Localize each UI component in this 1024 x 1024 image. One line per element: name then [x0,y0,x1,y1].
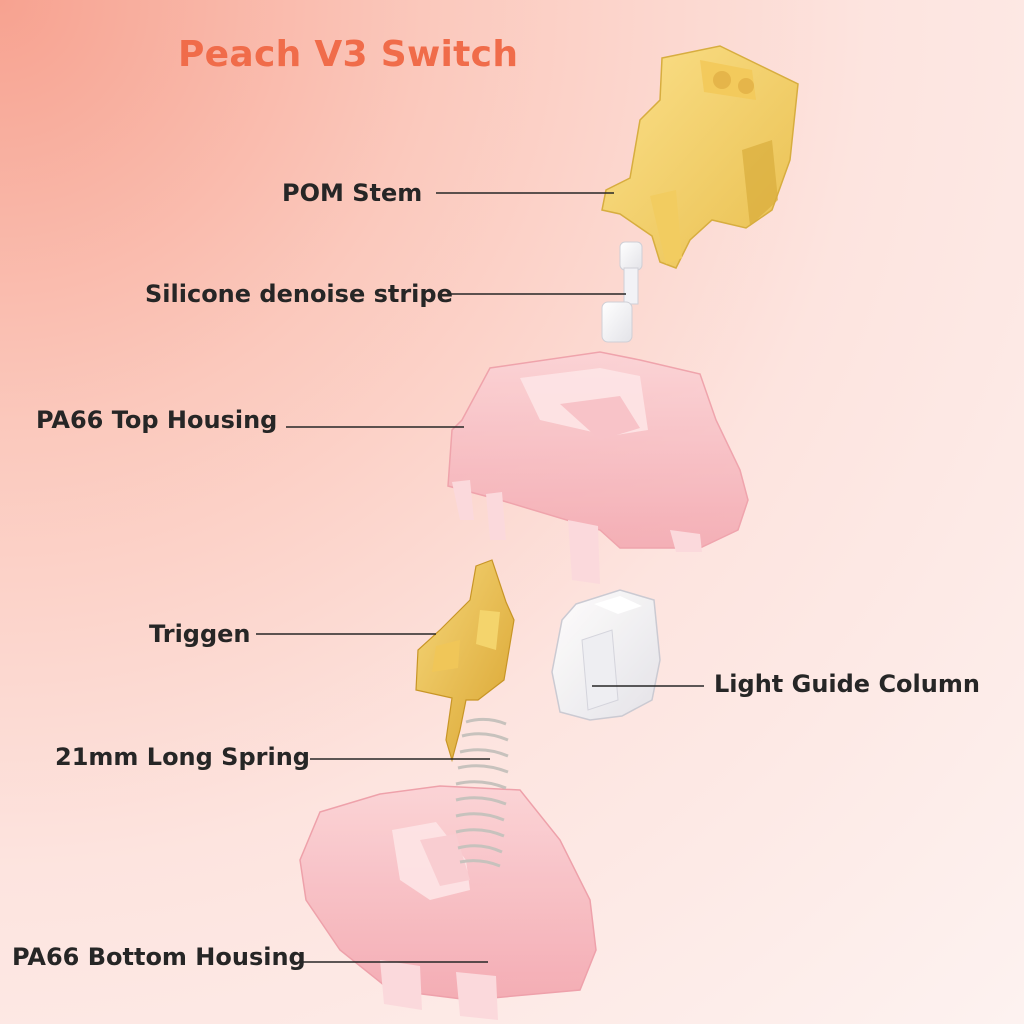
bottom-housing-shape [299,785,597,1020]
spring-shape [455,717,509,868]
label-silicone-stripe: Silicone denoise stripe [145,280,453,308]
diagram-title: Peach V3 Switch [178,34,519,75]
top-housing-shape [447,351,749,584]
label-triggen: Triggen [149,620,251,648]
label-bottom-housing: PA66 Bottom Housing [12,943,306,971]
label-spring: 21mm Long Spring [55,743,310,771]
silicone-stripe-shape [601,241,643,343]
label-pom-stem: POM Stem [282,179,423,207]
label-light-guide: Light Guide Column [714,670,980,698]
pom-stem-shape [601,45,799,269]
label-top-housing: PA66 Top Housing [36,406,278,434]
triggen-shape [415,559,515,763]
light-guide-shape [551,589,661,721]
